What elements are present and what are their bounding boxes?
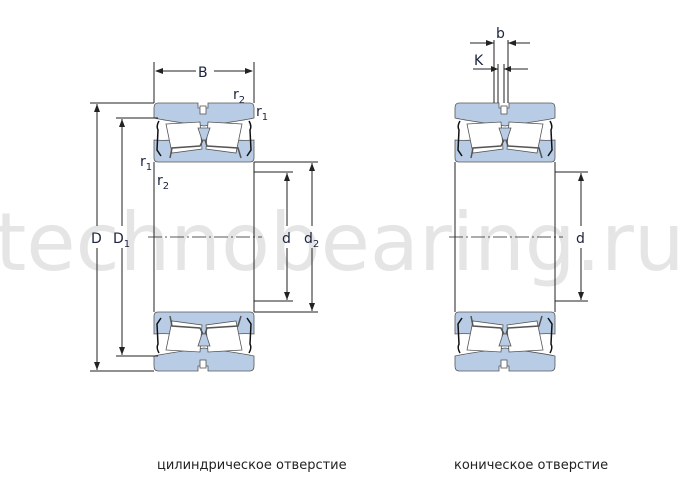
label-r1-top: r1 bbox=[256, 104, 268, 123]
label-r2-top: r2 bbox=[233, 87, 245, 106]
dimension-K: K bbox=[473, 53, 528, 103]
dimension-D1: D1 bbox=[113, 117, 158, 357]
right-bearing-top-section bbox=[454, 102, 556, 163]
left-bearing-top-section bbox=[153, 102, 255, 163]
dimension-B: B bbox=[153, 62, 255, 103]
dimension-b: b bbox=[470, 26, 530, 103]
watermark: technobearing.ru bbox=[0, 196, 685, 289]
label-D: D bbox=[91, 231, 102, 247]
caption-tapered-bore: коническое отверстие bbox=[454, 458, 609, 473]
label-d: d bbox=[282, 231, 291, 247]
dimension-d-left: d bbox=[254, 171, 293, 302]
label-D1: D bbox=[113, 231, 124, 247]
svg-text:d2: d2 bbox=[304, 231, 319, 250]
label-B: B bbox=[198, 65, 208, 81]
label-K: K bbox=[474, 53, 484, 69]
label-r1-bottom: r1 bbox=[140, 154, 152, 173]
dimension-d2: d2 bbox=[254, 161, 319, 313]
left-bearing-bottom-section bbox=[153, 311, 255, 372]
label-d2-sub: 2 bbox=[313, 239, 319, 250]
right-bearing-bottom-section bbox=[454, 311, 556, 372]
label-D1-sub: 1 bbox=[124, 239, 130, 250]
dimension-D: D bbox=[90, 102, 154, 372]
svg-text:D1: D1 bbox=[113, 231, 130, 250]
caption-cylindrical-bore: цилиндрическое отверстие bbox=[157, 458, 347, 473]
label-d-right: d bbox=[576, 231, 585, 247]
label-r2-bottom: r2 bbox=[157, 173, 169, 192]
dimension-d-right: d bbox=[555, 171, 588, 302]
label-b: b bbox=[496, 26, 505, 42]
label-d2: d bbox=[304, 231, 313, 247]
